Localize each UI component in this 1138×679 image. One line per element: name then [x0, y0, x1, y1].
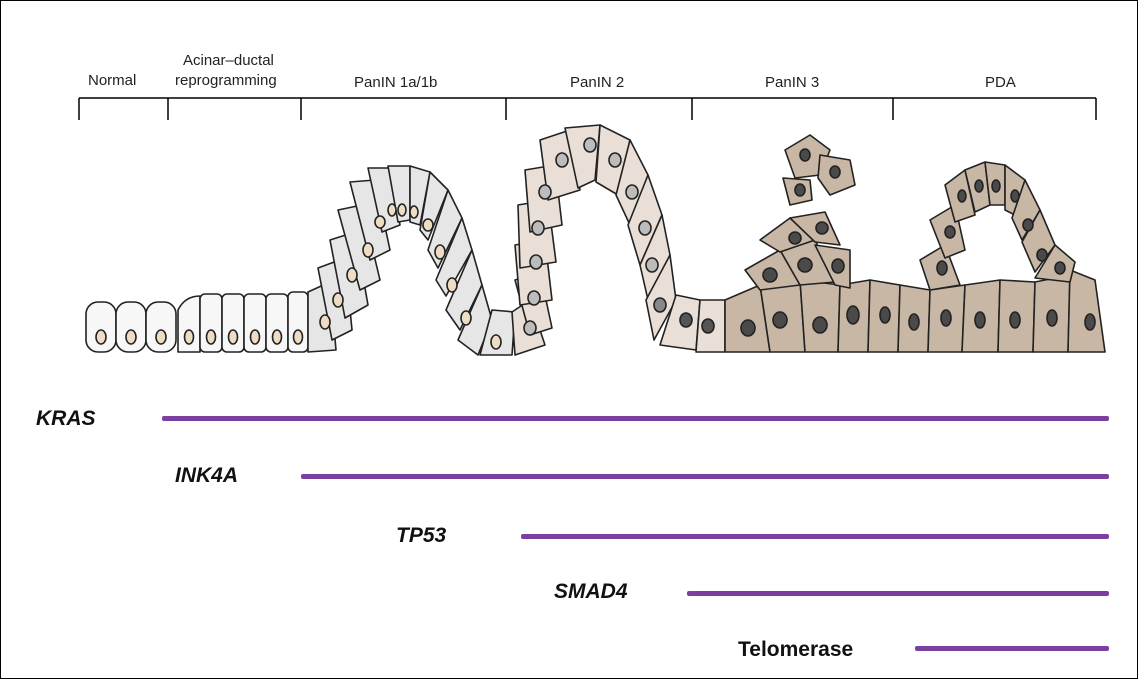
- gene-bar-ink4a: [301, 474, 1109, 479]
- gene-bar-telomerase: [915, 646, 1109, 651]
- pda-cells: [868, 162, 1105, 352]
- normal-cells: [86, 302, 176, 352]
- gene-label-ink4a: INK4A: [175, 464, 238, 488]
- panin2-cells: [512, 125, 725, 355]
- gene-label-smad4: SMAD4: [554, 580, 628, 604]
- gene-label-telomerase: Telomerase: [738, 638, 853, 662]
- gene-bar-tp53: [521, 534, 1109, 539]
- stage-bracket: [79, 98, 1096, 120]
- panin3-cells: [725, 135, 870, 352]
- gene-label-kras: KRAS: [36, 407, 96, 431]
- gene-bar-kras: [162, 416, 1109, 421]
- adm-cells: [178, 292, 308, 352]
- panin1-cells: [308, 166, 515, 355]
- gene-label-tp53: TP53: [396, 524, 446, 548]
- gene-bar-smad4: [687, 591, 1109, 596]
